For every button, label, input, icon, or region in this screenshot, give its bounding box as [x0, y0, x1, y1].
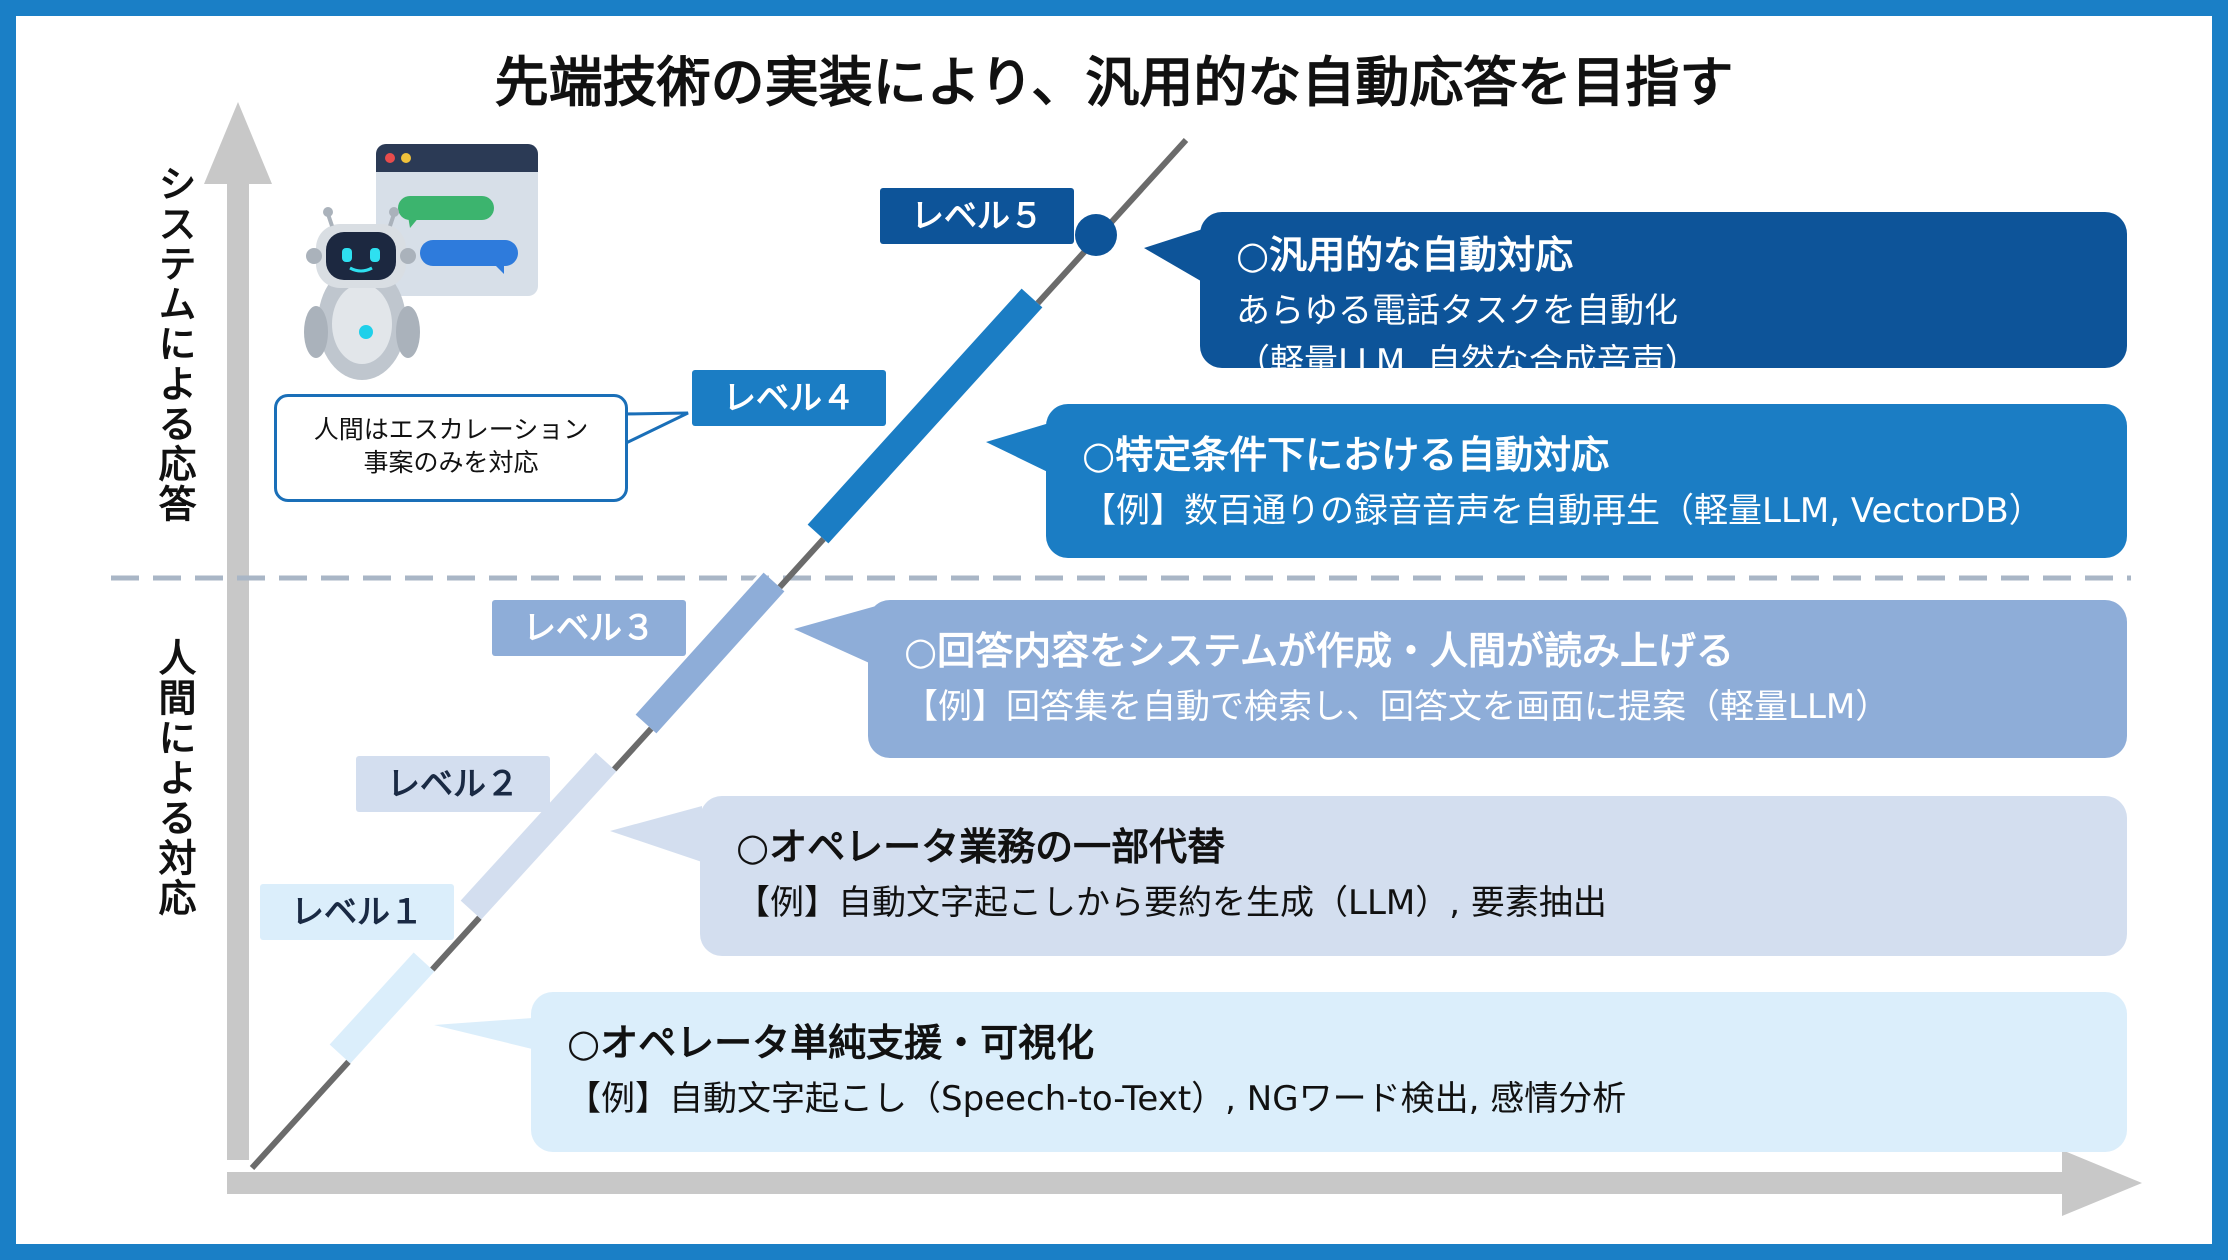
level-1-box: ○オペレータ単純支援・可視化 【例】自動文字起こし（Speech-to-Text…: [531, 992, 2127, 1152]
level-5-box: ○汎用的な自動対応 あらゆる電話タスクを自動化 （軽量LLM, 自然な合成音声）: [1200, 212, 2127, 382]
page-title: 先端技術の実装により、汎用的な自動応答を目指す: [494, 51, 1734, 114]
level-1-desc: 【例】自動文字起こし（Speech-to-Text）, NGワード検出, 感情分…: [567, 1079, 1627, 1119]
level-4-pointer: [986, 421, 1056, 476]
level-2-segment-fill: [460, 752, 617, 920]
robot-callout-line1: 人間はエスカレーション: [313, 415, 589, 444]
level-5-dot: [1075, 214, 1117, 256]
level-4-label: レベル４: [692, 370, 886, 426]
level-3-label: レベル３: [492, 600, 686, 656]
level-2-desc: 【例】自動文字起こしから要約を生成（LLM）, 要素抽出: [736, 883, 1607, 923]
y-axis-arrow: [204, 102, 272, 184]
level-3-desc: 【例】回答集を自動で検索し、回答文を画面に提案（軽量LLM）: [904, 687, 1890, 727]
level-4-desc: 【例】数百通りの録音音声を自動再生（軽量LLM, VectorDB）: [1082, 491, 2043, 531]
callout-tail: [622, 411, 689, 447]
level-3-heading: ○回答内容をシステムが作成・人間が読み上げる: [904, 629, 1735, 673]
chat-window-icon: [376, 144, 538, 296]
level-1-heading: ○オペレータ単純支援・可視化: [567, 1021, 1095, 1065]
level-4-box: ○特定条件下における自動対応 【例】数百通りの録音音声を自動再生（軽量LLM, …: [1046, 404, 2127, 558]
level-4-segment-fill: [807, 288, 1043, 544]
level-5-pointer: [1144, 228, 1206, 284]
axis-upper-label: システムによる応答: [152, 164, 196, 524]
level-4-heading: ○特定条件下における自動対応: [1082, 433, 1610, 477]
robot-callout-line2: 事案のみを対応: [363, 448, 539, 477]
level-2-label: レベル２: [356, 756, 550, 812]
x-axis-arrow: [2062, 1150, 2142, 1216]
level-1-segment-fill: [329, 952, 435, 1064]
level-2-heading: ○オペレータ業務の一部代替: [736, 825, 1226, 869]
robot-callout: 人間はエスカレーション 事案のみを対応: [274, 394, 628, 502]
diagram-canvas: [111, 102, 2142, 1216]
level-3-segment-fill: [635, 572, 785, 734]
level-2-pointer: [610, 806, 702, 862]
level-5-desc: あらゆる電話タスクを自動化: [1236, 291, 1678, 331]
level-1-pointer: [434, 1016, 561, 1056]
level-5-label: レベル５: [880, 188, 1074, 244]
level-1-label: レベル１: [260, 884, 454, 940]
slide-frame: 先端技術の実装により、汎用的な自動応答を目指す システムによる応答 人間による対…: [16, 16, 2212, 1244]
level-5-desc2: （軽量LLM, 自然な合成音声）: [1236, 342, 1699, 382]
level-5-heading: ○汎用的な自動対応: [1236, 233, 1574, 277]
axis-lower-label: 人間による対応: [152, 638, 196, 918]
level-3-box: ○回答内容をシステムが作成・人間が読み上げる 【例】回答集を自動で検索し、回答文…: [868, 600, 2127, 758]
level-2-box: ○オペレータ業務の一部代替 【例】自動文字起こしから要約を生成（LLM）, 要素…: [700, 796, 2127, 956]
level-3-pointer: [794, 606, 876, 666]
robot-icon: [304, 207, 420, 380]
